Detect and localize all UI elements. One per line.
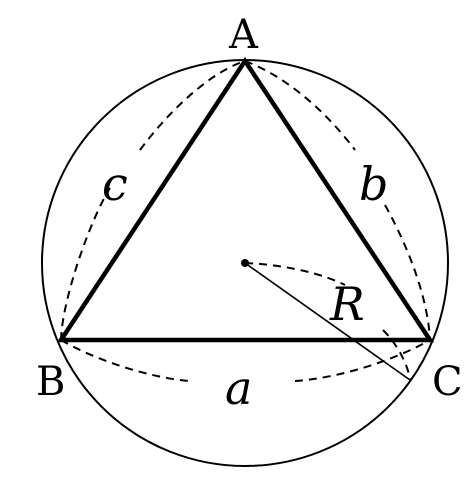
vertex-label-c: C	[432, 359, 463, 405]
side-label-b: b	[359, 157, 388, 211]
side-b-brace-lower	[384, 204, 431, 341]
radius-line	[244, 262, 411, 381]
side-c-brace-upper	[139, 60, 246, 151]
side-label-c: c	[102, 157, 128, 211]
radius-brace-lower	[382, 329, 411, 381]
vertex-label-a: A	[228, 12, 259, 58]
side-a-brace-right	[294, 339, 431, 382]
side-label-a: a	[225, 361, 252, 415]
side-c-brace-lower	[60, 187, 111, 341]
vertex-label-b: B	[36, 359, 65, 405]
side-b-brace-upper	[244, 60, 356, 151]
side-a-brace-left	[60, 339, 191, 382]
radius-label: R	[329, 277, 365, 331]
triangle-abc	[56, 56, 435, 343]
radius-brace-upper	[244, 262, 346, 286]
